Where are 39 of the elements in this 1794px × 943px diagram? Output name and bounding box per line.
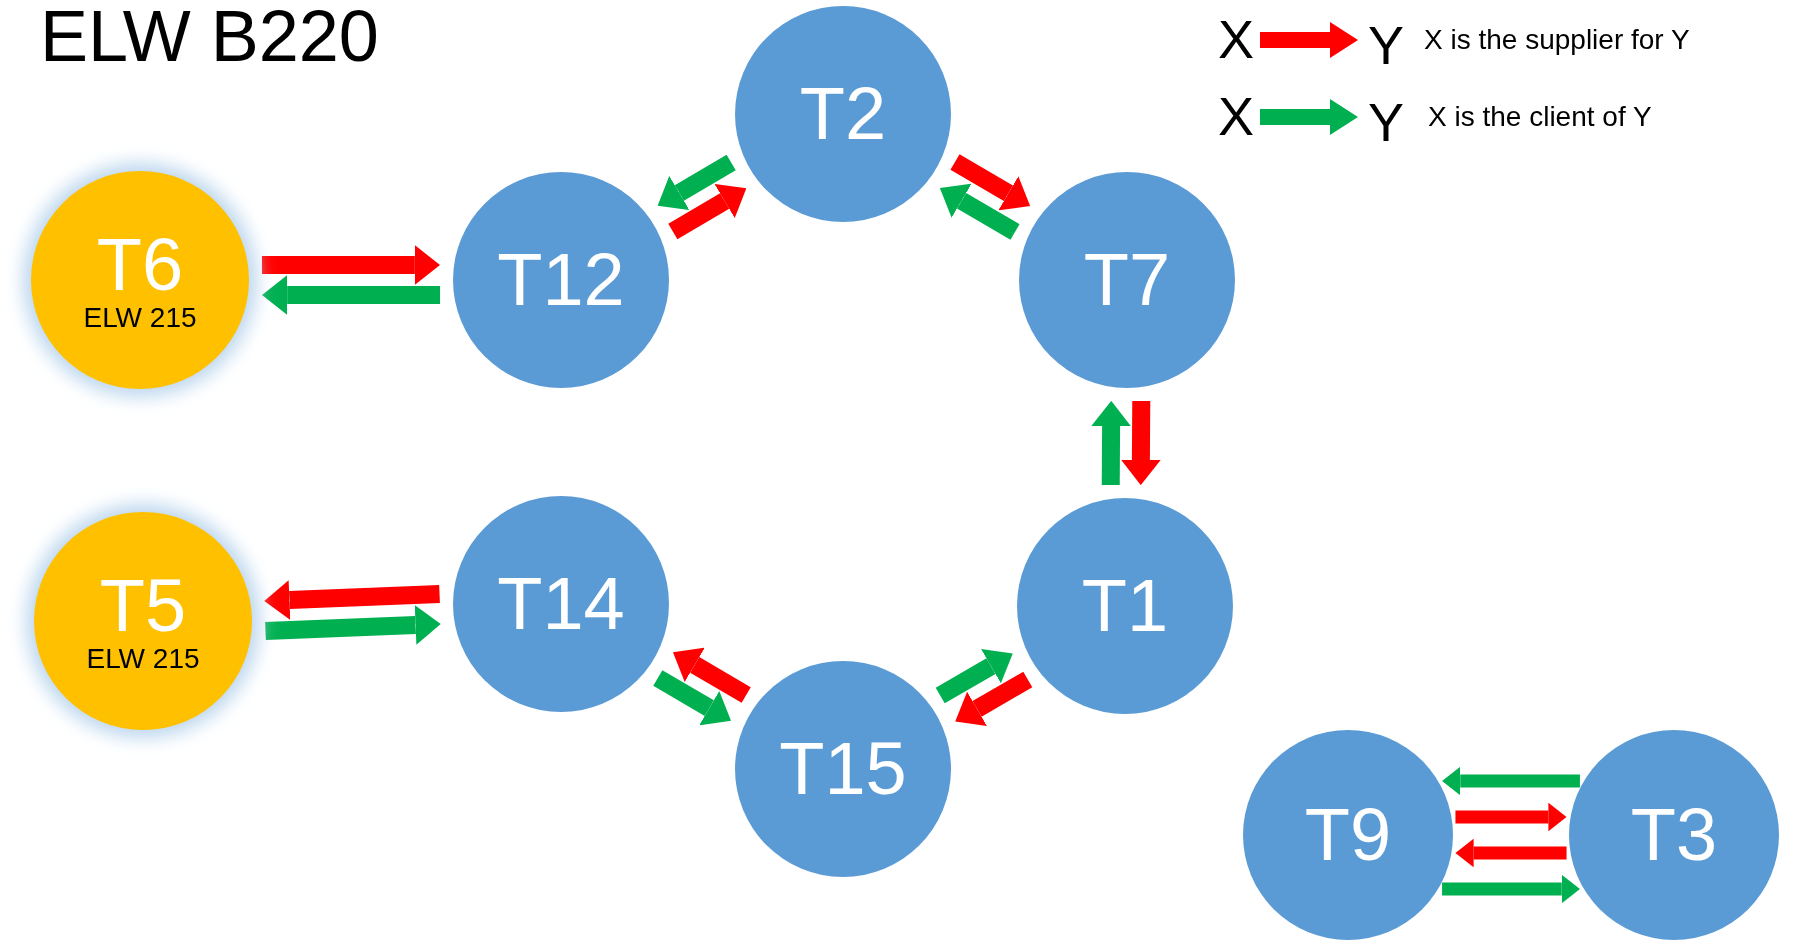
arrow [955, 671, 1033, 726]
arrow [1442, 766, 1580, 796]
arrow [657, 154, 736, 210]
arrow [668, 184, 747, 240]
arrow [264, 580, 440, 620]
variable-letter: Y [1368, 95, 1405, 149]
node-label: T9 [1304, 798, 1392, 872]
node-label: T5 [99, 569, 187, 643]
room-label: ELW 215 [86, 645, 200, 673]
node-label: T2 [799, 77, 887, 151]
room-label: ELW 215 [83, 304, 197, 332]
legend-label: X is the client of Y [1428, 103, 1652, 131]
arrow [261, 275, 441, 315]
arrow [1091, 400, 1131, 486]
arrow [653, 670, 732, 726]
node-label: T7 [1083, 243, 1171, 317]
arrow [672, 647, 751, 703]
node-label: T14 [497, 567, 625, 641]
node-label: T1 [1081, 569, 1169, 643]
variable-letter: Y [1368, 18, 1405, 72]
node-circle [34, 512, 252, 730]
variable-letter: X [1218, 89, 1255, 143]
arrow [950, 154, 1031, 211]
arrow [939, 183, 1020, 240]
arrow [261, 245, 441, 285]
legend-label: X is the supplier for Y [1424, 26, 1690, 54]
arrow [1455, 838, 1567, 868]
arrow [1442, 874, 1580, 904]
node-label: T12 [497, 243, 625, 317]
node-label: T3 [1630, 798, 1718, 872]
arrow [935, 649, 1013, 704]
node-label: T6 [96, 228, 184, 302]
node-circle [31, 171, 249, 389]
title: ELW B220 [40, 0, 379, 72]
variable-letter: X [1218, 12, 1255, 66]
node-label: T15 [779, 732, 907, 806]
arrow [265, 605, 441, 645]
arrow [1455, 802, 1567, 832]
arrow [1121, 400, 1161, 486]
